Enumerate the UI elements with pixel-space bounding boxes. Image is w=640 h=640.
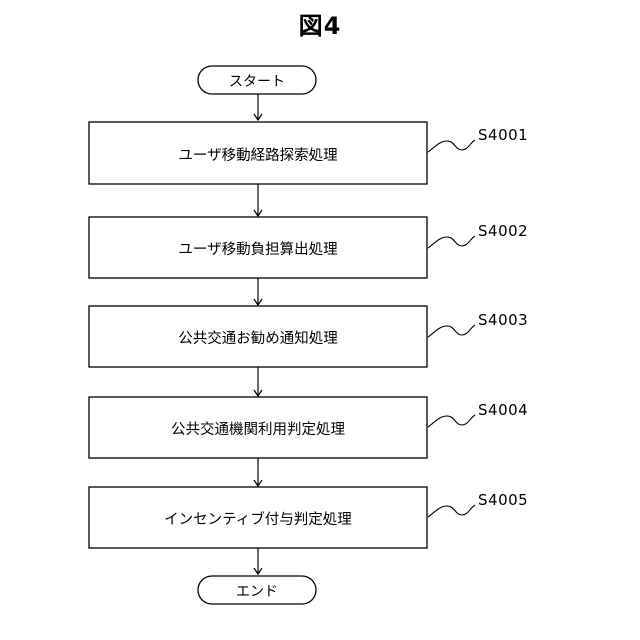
start-label: スタート <box>198 71 316 91</box>
step-id-s4004: S4004 <box>478 401 528 419</box>
step-id-s4002: S4002 <box>478 222 528 240</box>
step-label-s4005: インセンティブ付与判定処理 <box>89 508 427 529</box>
leader-s4004 <box>428 415 475 427</box>
step-label-s4002: ユーザ移動負担算出処理 <box>89 238 427 259</box>
step-label-s4001: ユーザ移動経路探索処理 <box>89 144 427 165</box>
leader-s4003 <box>428 325 475 337</box>
step-id-s4001: S4001 <box>478 126 528 144</box>
step-id-s4003: S4003 <box>478 311 528 329</box>
leader-s4001 <box>428 140 475 152</box>
step-label-s4004: 公共交通機関利用判定処理 <box>89 418 427 439</box>
end-label: エンド <box>198 581 316 601</box>
step-label-s4003: 公共交通お勧め通知処理 <box>89 327 427 348</box>
leader-s4005 <box>428 505 475 517</box>
leader-s4002 <box>428 236 475 248</box>
step-id-s4005: S4005 <box>478 491 528 509</box>
